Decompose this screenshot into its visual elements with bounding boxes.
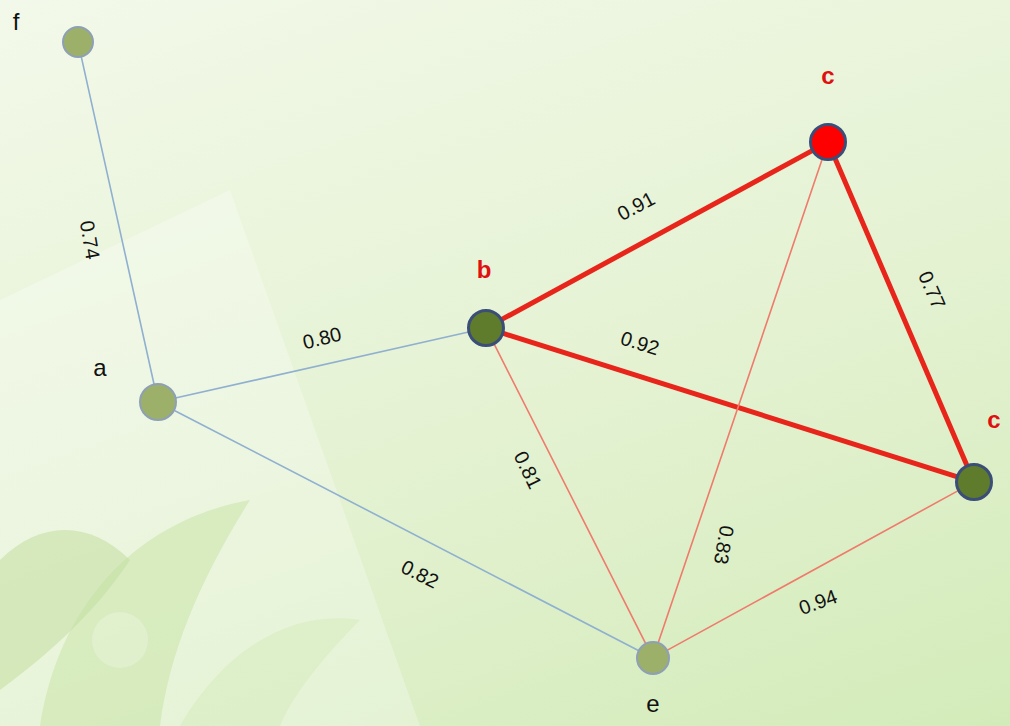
node-circle-shape <box>811 125 846 160</box>
graph-node: b <box>467 309 505 347</box>
node-circle <box>139 383 177 421</box>
node-label: e <box>646 692 659 716</box>
graph-node: c <box>955 463 993 501</box>
edge-weight: 0.81 <box>510 448 545 492</box>
node-circle <box>809 123 847 161</box>
graph-edge <box>835 159 966 464</box>
graph-node: c <box>809 123 847 161</box>
node-label: a <box>93 356 106 380</box>
graph-edge <box>503 151 812 319</box>
edge-weight: 0.74 <box>77 219 103 261</box>
edge-weight: 0.80 <box>301 324 344 353</box>
graph-edge <box>175 411 638 650</box>
graph-node: a <box>139 383 177 421</box>
edge-weight: 0.92 <box>618 328 661 359</box>
edge-weight: 0.82 <box>398 556 442 591</box>
graph-edge <box>504 334 956 477</box>
node-circle <box>62 26 94 58</box>
graph-edge <box>668 491 957 650</box>
node-circle <box>955 463 993 501</box>
graph-node: e <box>636 641 670 675</box>
node-circle-shape <box>63 27 93 57</box>
node-circle-shape <box>957 465 992 500</box>
node-label: f <box>13 10 20 34</box>
node-circle <box>467 309 505 347</box>
node-circle <box>636 641 670 675</box>
node-label: c <box>821 64 834 88</box>
node-circle-shape <box>637 642 669 674</box>
node-circle-shape <box>469 311 504 346</box>
edge-weight: 0.94 <box>796 586 839 618</box>
node-label: c <box>987 408 1000 432</box>
edge-weight: 0.91 <box>614 188 658 224</box>
node-label: b <box>477 258 492 282</box>
graph-node: f <box>62 26 94 58</box>
node-circle-shape <box>140 384 176 420</box>
edge-weight: 0.77 <box>915 268 949 312</box>
edge-weight: 0.83 <box>711 524 737 566</box>
graph-edge <box>495 345 646 643</box>
graph-edge <box>658 160 821 642</box>
